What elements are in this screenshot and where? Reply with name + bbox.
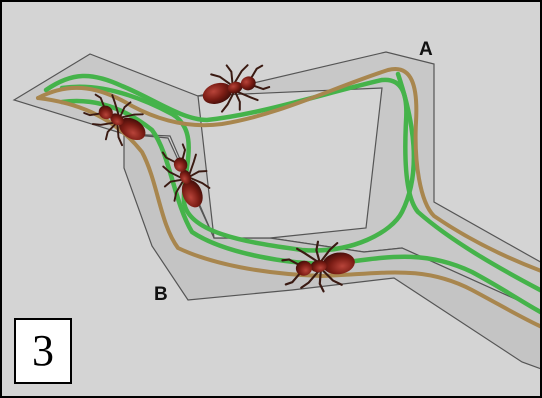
point-b-label: B <box>154 285 168 304</box>
point-a-label: A <box>419 40 433 59</box>
panel-number: 3 <box>32 329 54 373</box>
inner-courtyard <box>198 88 382 238</box>
panel-number-box: 3 <box>14 318 72 384</box>
walkway <box>14 52 542 370</box>
